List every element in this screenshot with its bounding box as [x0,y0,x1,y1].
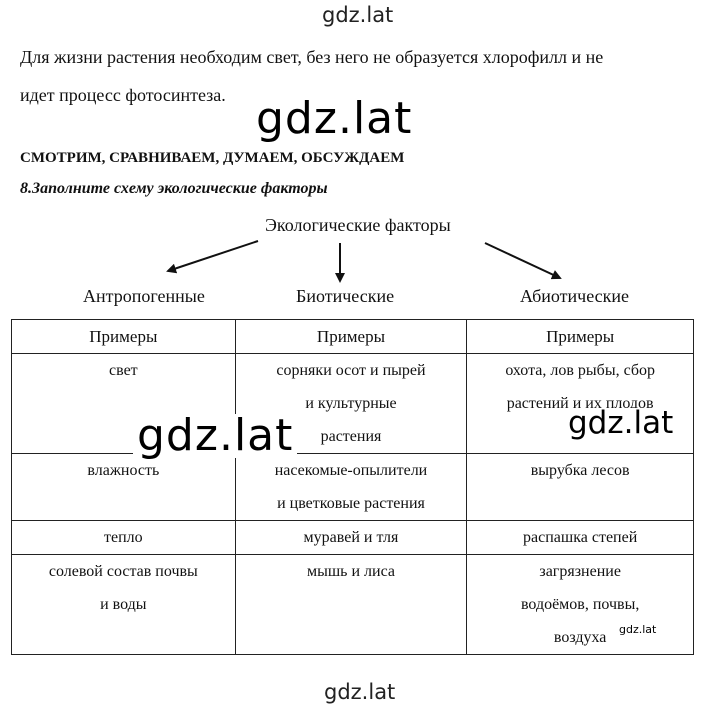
header-cell: Примеры [466,319,694,354]
table-row: влажность насекомые-опылители и цветковы… [11,453,694,521]
header-cell: Примеры [11,319,236,354]
watermark-left-mid: gdz.lat [133,414,298,458]
watermark-top: gdz.lat [322,3,394,27]
table-cell: муравей и тля [234,520,468,555]
examples-table: Примеры Примеры Примеры свет сорняки осо… [11,319,694,655]
arrow-to-abiotic [484,242,562,280]
paragraph-line-2: идет процесс фотосинтеза. [20,85,226,105]
intro-paragraph: Для жизни растения необходим свет, без н… [20,38,710,114]
branch-abiotic: Абиотические [520,286,629,306]
table-cell: насекомые-опылители и цветковые растения [234,453,468,521]
watermark-big: gdz.lat [252,97,417,141]
arrow-to-anthropogenic [166,240,259,274]
table-cell: распашка степей [466,520,694,555]
diagram-root: Экологические факторы [265,215,451,235]
table-cell: вырубка лесов [466,453,694,521]
table-cell: мышь и лиса [234,554,468,655]
watermark-small: gdz.lat [619,623,657,636]
section-heading: СМОТРИМ, СРАВНИВАЕМ, ДУМАЕМ, ОБСУЖДАЕМ [20,150,405,166]
table-row: тепло муравей и тля распашка степей [11,520,694,555]
table-cell: тепло [11,520,236,555]
table-cell: солевой состав почвы и воды [11,554,236,655]
watermark-bottom: gdz.lat [324,680,396,704]
paragraph-line-1: Для жизни растения необходим свет, без н… [20,47,604,67]
header-cell: Примеры [234,319,468,354]
branch-biotic: Биотические [296,286,395,306]
table-header-row: Примеры Примеры Примеры [11,319,694,354]
task-title: 8.Заполните схему экологические факторы [20,180,328,197]
table-cell: влажность [11,453,236,521]
table-row: солевой состав почвы и воды мышь и лиса … [11,554,694,655]
watermark-right-mid: gdz.lat [566,405,676,441]
branch-anthropogenic: Антропогенные [83,286,205,306]
table-cell: загрязнение водоёмов, почвы, воздуха [466,554,694,655]
